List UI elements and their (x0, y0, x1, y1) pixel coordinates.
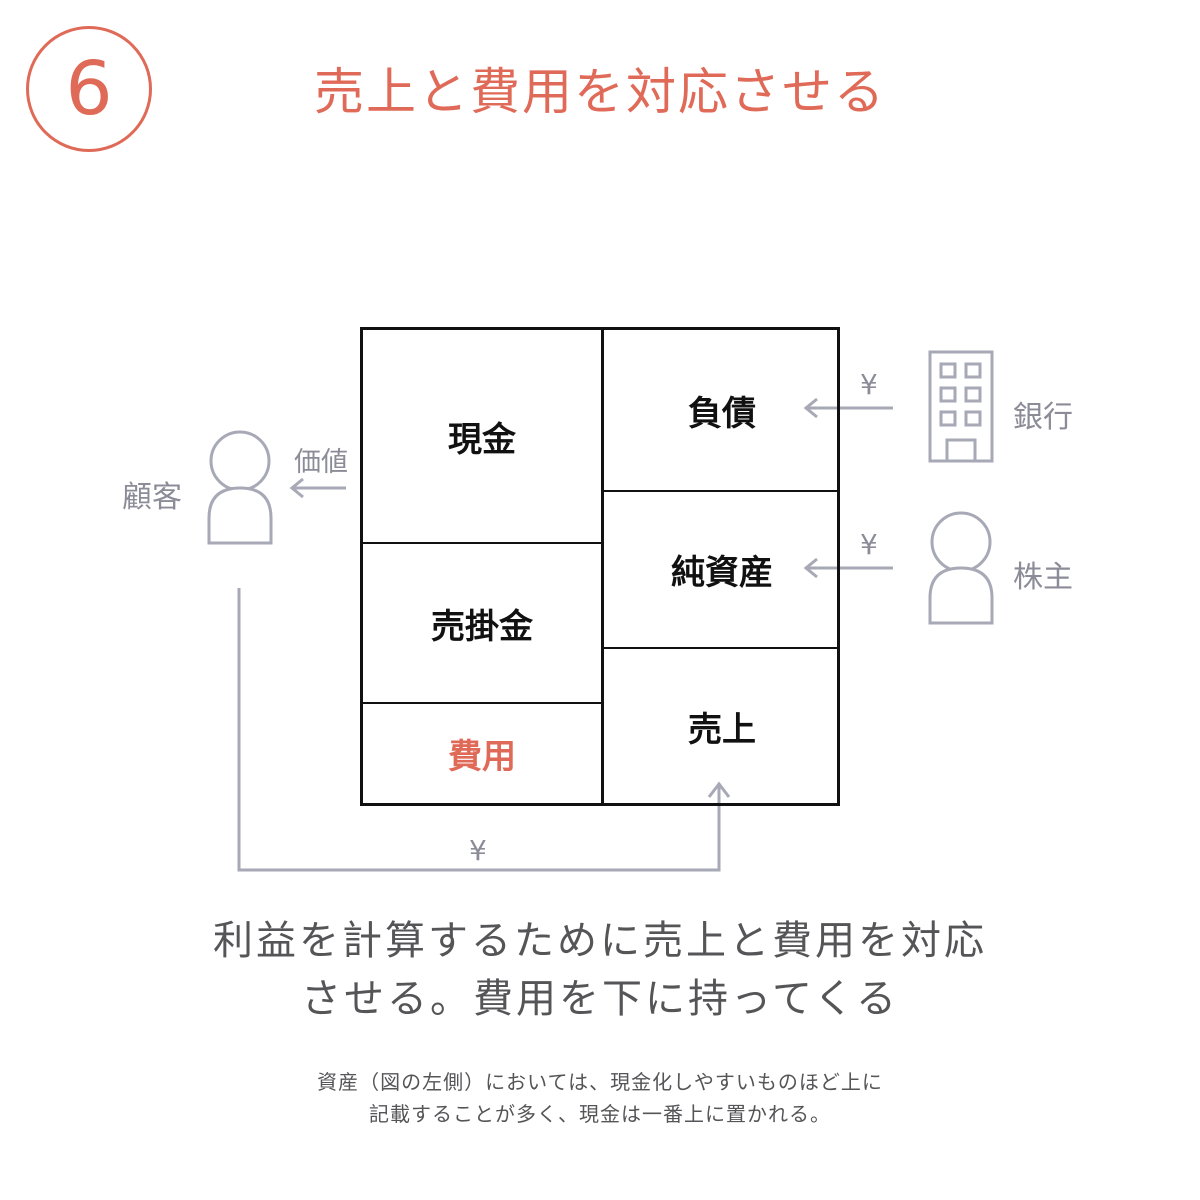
balance-sheet: 現金 売掛金 費用 負債 純資産 売上 (360, 327, 840, 806)
footnote-line-1: 資産（図の左側）においては、現金化しやすいものほど上に (317, 1070, 883, 1094)
shareholder-label: 株主 (1013, 560, 1073, 595)
yen-sales: ¥ (469, 834, 487, 867)
cell-expenses: 費用 (363, 702, 601, 803)
yen-shareholder: ¥ (860, 528, 878, 561)
assets-column: 現金 売掛金 費用 (363, 330, 601, 803)
cell-net-assets: 純資産 (604, 490, 840, 647)
cell-liabilities: 負債 (688, 393, 756, 434)
cell-sales: 売上 (604, 647, 840, 803)
bank-building-icon (928, 350, 994, 463)
cell-cash: 現金 (448, 419, 516, 460)
step-number-badge: 6 (26, 26, 152, 152)
shareholder-person-icon (928, 511, 994, 625)
main-caption-line-1: 利益を計算するために売上と費用を対応 (213, 918, 987, 964)
main-caption: 利益を計算するために売上と費用を対応 させる。費用を下に持ってくる (100, 912, 1100, 1028)
sales-arrowhead (707, 781, 731, 798)
yen-bank: ¥ (860, 368, 878, 401)
footnote-line-2: 記載することが多く、現金は一番上に置かれる。 (369, 1102, 831, 1126)
bank-label: 銀行 (1013, 400, 1073, 435)
main-caption-line-2: させる。費用を下に持ってくる (301, 976, 899, 1022)
footnote: 資産（図の左側）においては、現金化しやすいものほど上に 記載することが多く、現金… (150, 1066, 1050, 1130)
customer-person-icon (207, 430, 273, 545)
bank-arrowhead (803, 397, 818, 419)
cell-receivables: 売掛金 (363, 542, 601, 702)
liabilities-equity-column: 負債 純資産 売上 (601, 330, 840, 803)
customer-label: 顧客 (122, 480, 182, 515)
value-arrowhead (289, 477, 304, 499)
value-label: 価値 (294, 447, 348, 478)
page-title: 売上と費用を対応させる (314, 63, 886, 121)
customer-to-sales-line (237, 588, 721, 872)
shareholder-arrowhead (803, 557, 818, 579)
